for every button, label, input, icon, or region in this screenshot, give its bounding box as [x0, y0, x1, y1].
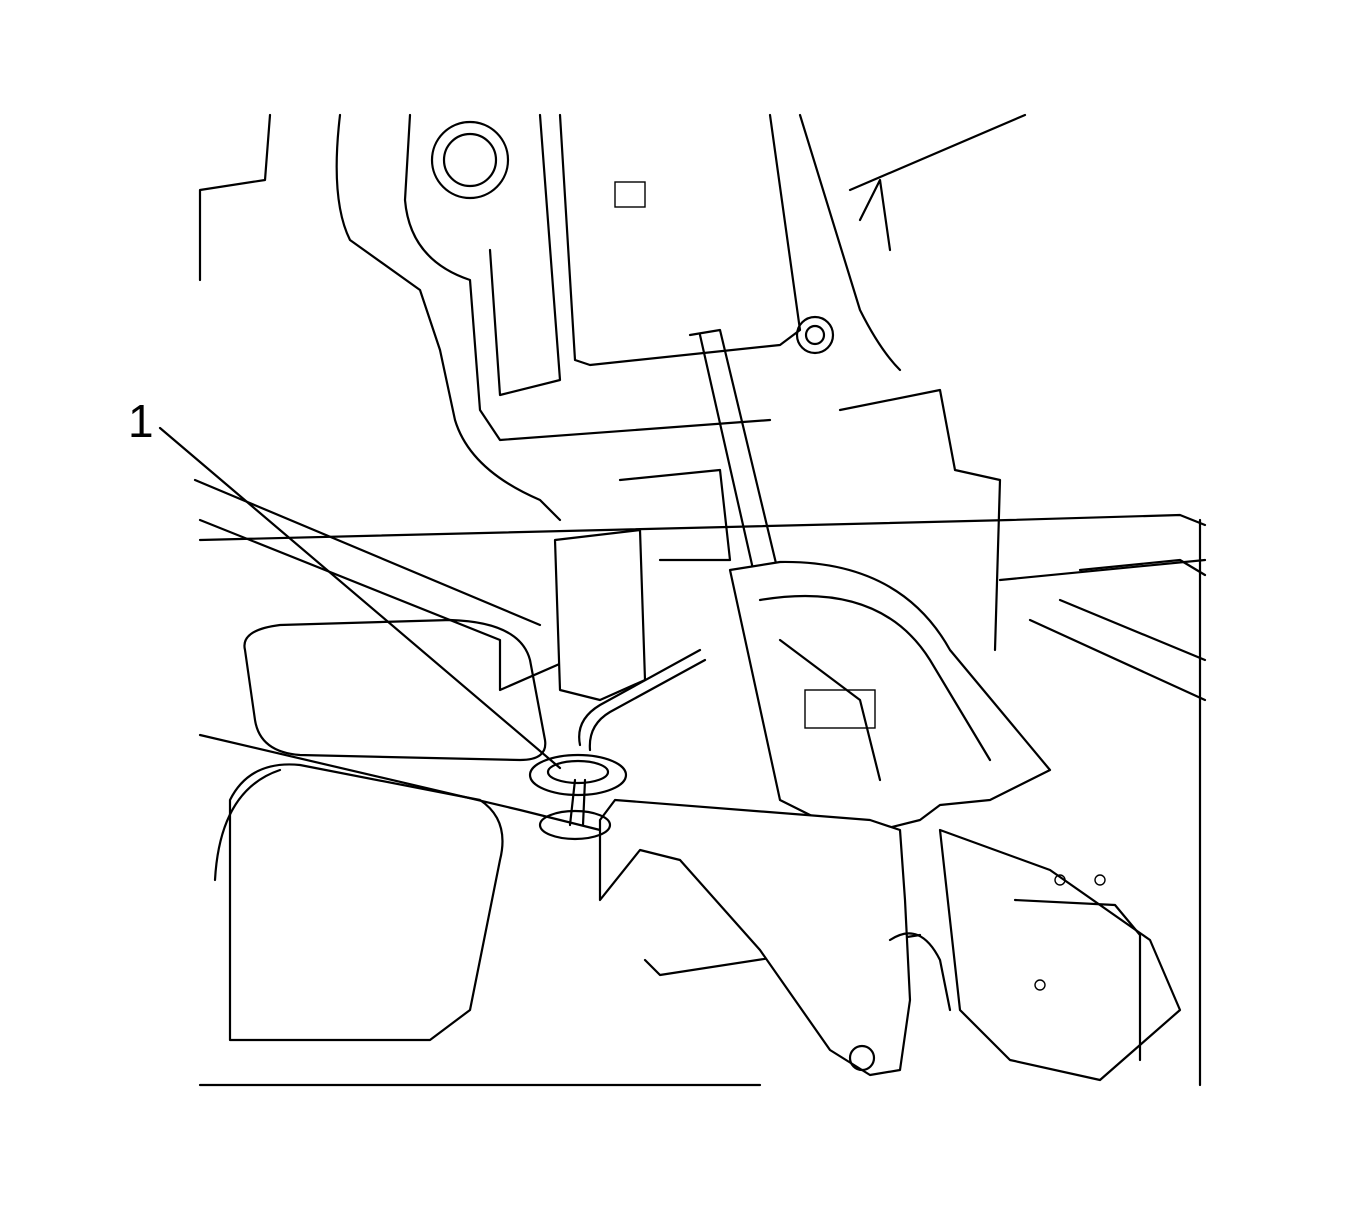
callout-label-1: 1	[128, 395, 154, 447]
floor-panel	[198, 513, 1207, 1087]
callout-leader-line	[158, 426, 562, 770]
console-bracket	[553, 328, 1182, 1082]
instrument-panel	[193, 113, 1027, 692]
grommet	[528, 648, 707, 841]
